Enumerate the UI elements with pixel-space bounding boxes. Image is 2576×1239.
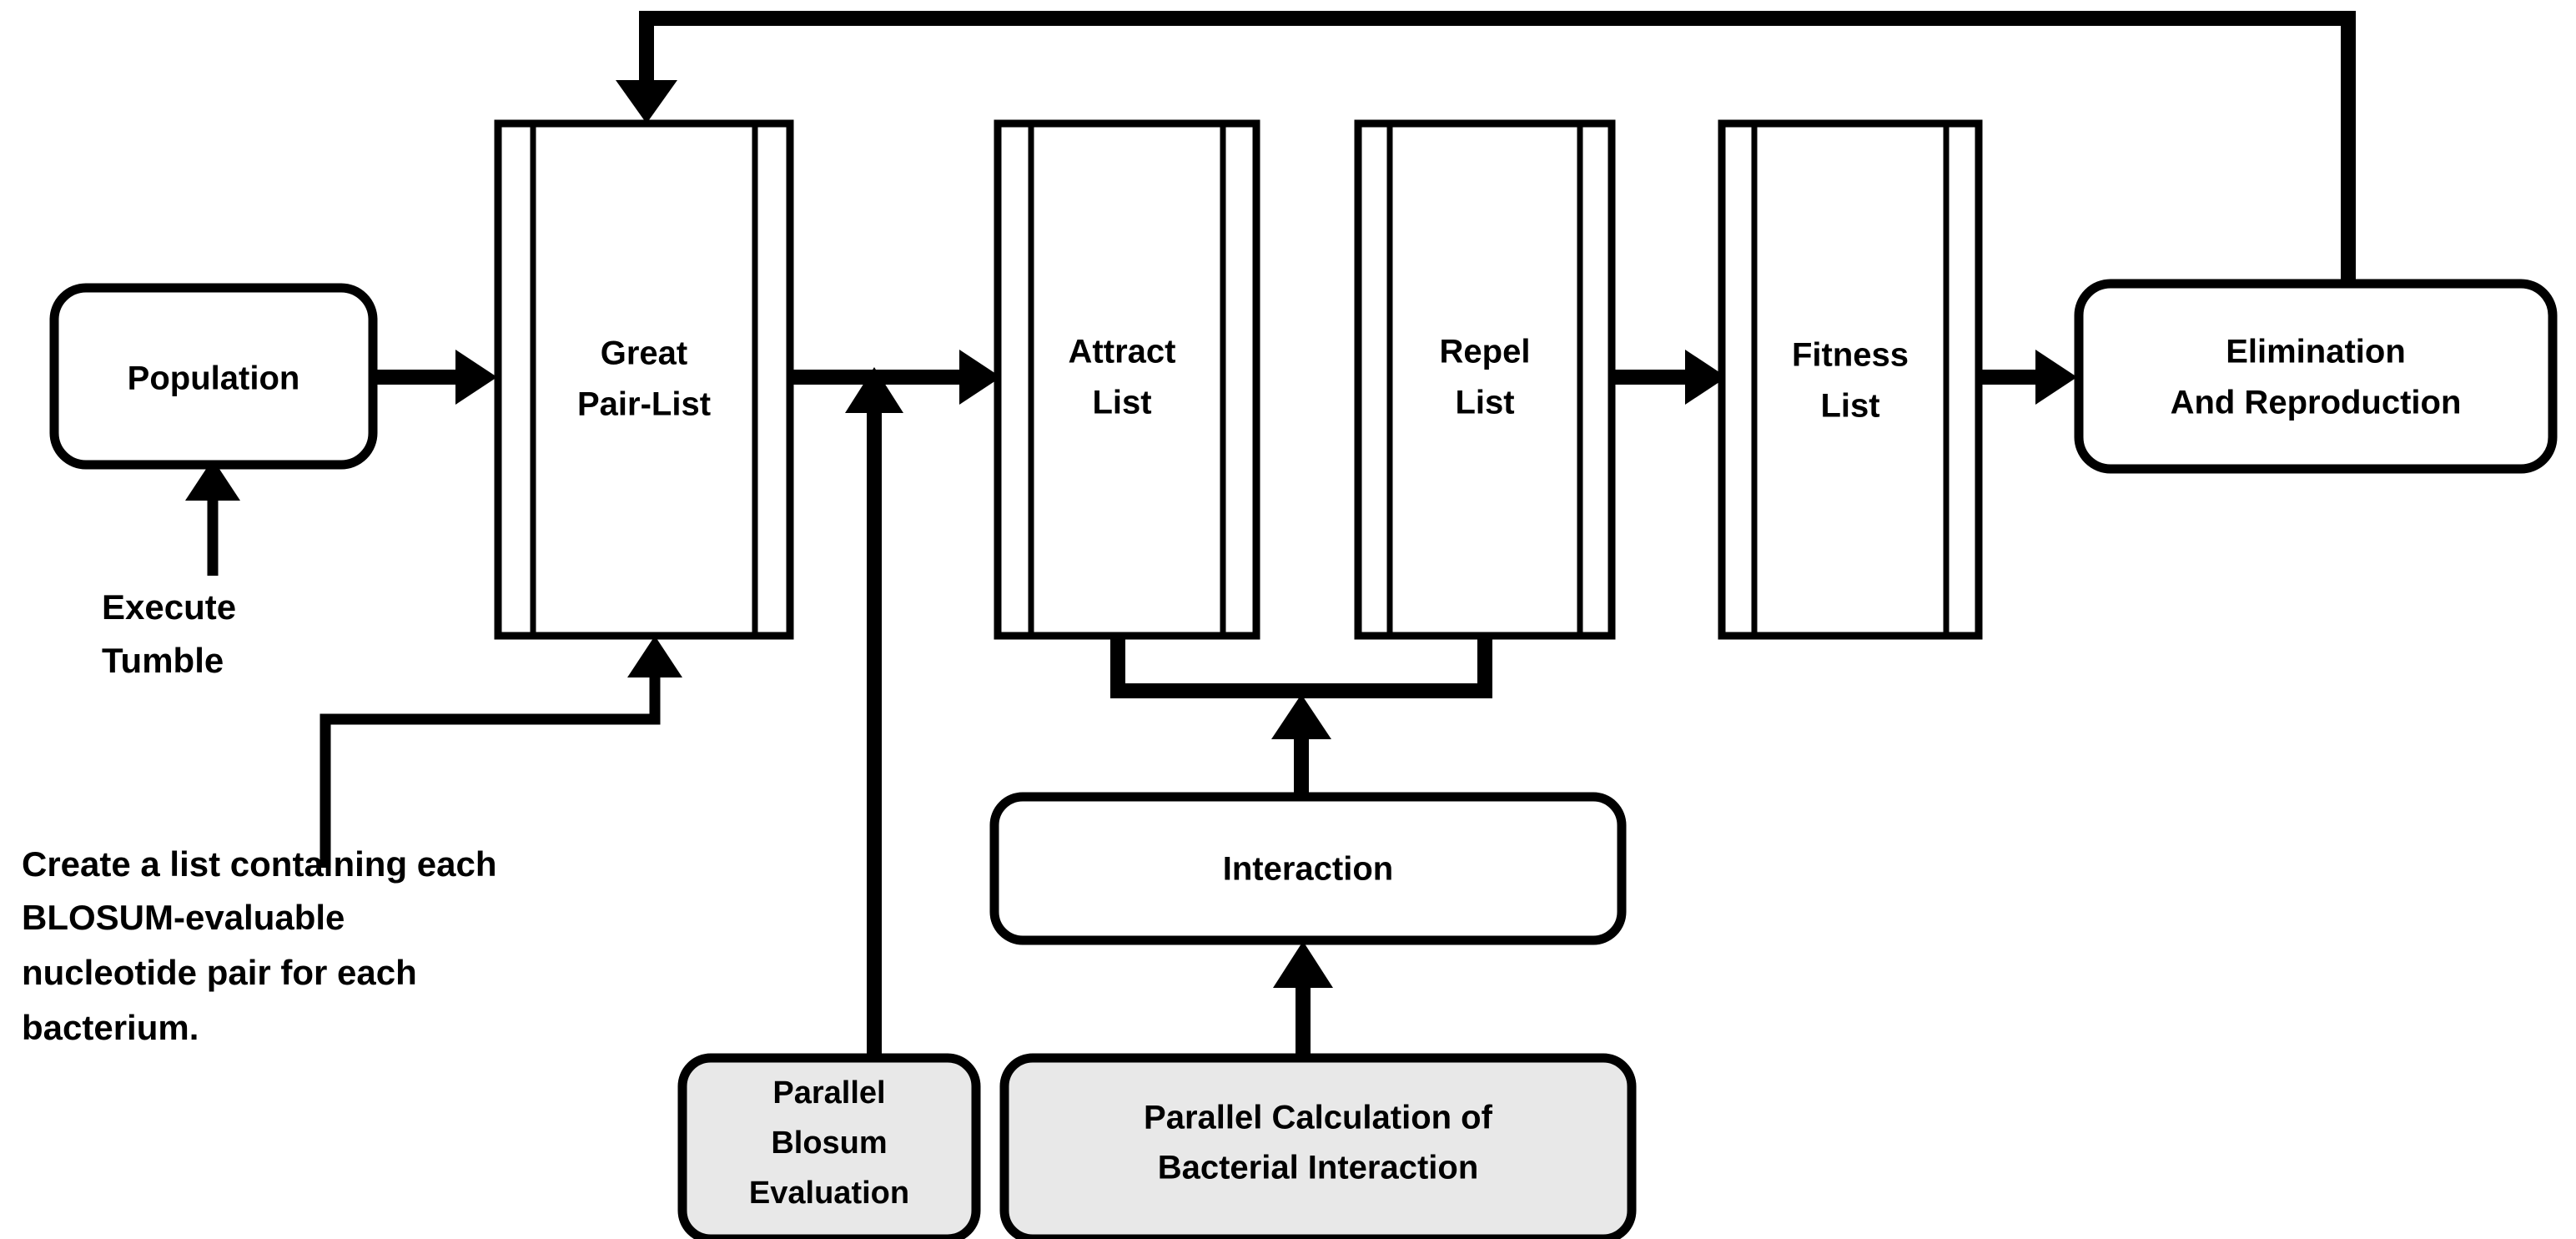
connector-bacterial-interaction-to-interaction	[1273, 941, 1333, 1055]
create-list-line3: nucleotide pair for each	[22, 953, 417, 992]
node-attract-list[interactable]: Attract List	[994, 119, 1260, 640]
node-population[interactable]: Population	[49, 283, 378, 470]
arrowhead-interaction-into-bracket	[1271, 694, 1331, 739]
arrowhead-into-interaction	[1273, 941, 1333, 988]
node-parallel-bacterial-interaction[interactable]: Parallel Calculation of Bacterial Intera…	[999, 1053, 1637, 1239]
repel-list-label-line2: List	[1455, 385, 1514, 421]
annotation-execute-tumble: Execute Tumble	[102, 587, 236, 680]
connector-execute-tumble-to-population	[185, 459, 240, 576]
great-pair-list-label-line1: Great	[601, 335, 688, 372]
node-fitness-list[interactable]: Fitness List	[1718, 119, 1983, 640]
parallel-bacterial-label-line1: Parallel Calculation of	[1144, 1100, 1493, 1136]
node-elimination-and-reproduction[interactable]: Elimination And Reproduction	[2074, 279, 2558, 474]
attract-list-label-line1: Attract	[1069, 334, 1176, 370]
fitness-list-label-line1: Fitness	[1792, 337, 1909, 374]
attract-list-label-line2: List	[1092, 385, 1151, 421]
arrowhead-into-population	[185, 459, 240, 501]
annotation-create-list: Create a list containing each BLOSUM-eva…	[22, 844, 497, 1047]
population-label: Population	[128, 360, 300, 397]
execute-tumble-line2: Tumble	[102, 641, 224, 680]
arrowhead-into-great-pair-list	[616, 80, 677, 123]
arrowhead-into-fitness-list	[1685, 350, 1727, 405]
create-list-line1: Create a list containing each	[22, 844, 497, 884]
connector-blosum-to-pairlist-edge	[845, 367, 903, 1055]
node-interaction[interactable]: Interaction	[989, 792, 1627, 945]
connector-great-pair-list-to-attract-list	[790, 350, 1001, 405]
great-pair-list-label-line2: Pair-List	[577, 386, 711, 423]
elimination-label-line1: Elimination	[2226, 334, 2406, 370]
node-great-pair-list[interactable]: Great Pair-List	[494, 119, 794, 640]
parallel-bacterial-label-line2: Bacterial Interaction	[1158, 1150, 1479, 1186]
connector-population-to-great-pair-list	[373, 350, 497, 405]
parallel-blosum-label-line3: Evaluation	[749, 1176, 909, 1211]
connector-repel-list-to-fitness-list	[1612, 350, 1727, 405]
connector-elimination-to-great-pair-list	[616, 11, 2356, 284]
arrowhead-blosum-riser	[845, 367, 903, 413]
create-list-line2: BLOSUM-evaluable	[22, 898, 345, 937]
interaction-label: Interaction	[1223, 851, 1393, 888]
arrowhead-into-elimination	[2035, 350, 2077, 405]
arrowhead-into-attract-list	[959, 350, 1001, 405]
node-repel-list[interactable]: Repel List	[1354, 119, 1616, 640]
parallel-blosum-label-line2: Blosum	[771, 1126, 887, 1161]
repel-list-label-line1: Repel	[1440, 334, 1531, 370]
node-parallel-blosum-evaluation[interactable]: Parallel Blosum Evaluation	[677, 1053, 981, 1239]
arrowhead-create-list-into-pair-list	[627, 636, 682, 677]
create-list-line4: bacterium.	[22, 1008, 199, 1047]
connector-fitness-list-to-elimination	[1979, 350, 2077, 405]
elimination-label-line2: And Reproduction	[2171, 385, 2462, 421]
arrowhead-population-out	[455, 350, 497, 405]
fitness-list-label-line2: List	[1820, 388, 1879, 425]
connector-create-list-to-great-pair-list	[319, 636, 682, 868]
parallel-blosum-label-line1: Parallel	[772, 1075, 885, 1111]
execute-tumble-line1: Execute	[102, 587, 236, 627]
